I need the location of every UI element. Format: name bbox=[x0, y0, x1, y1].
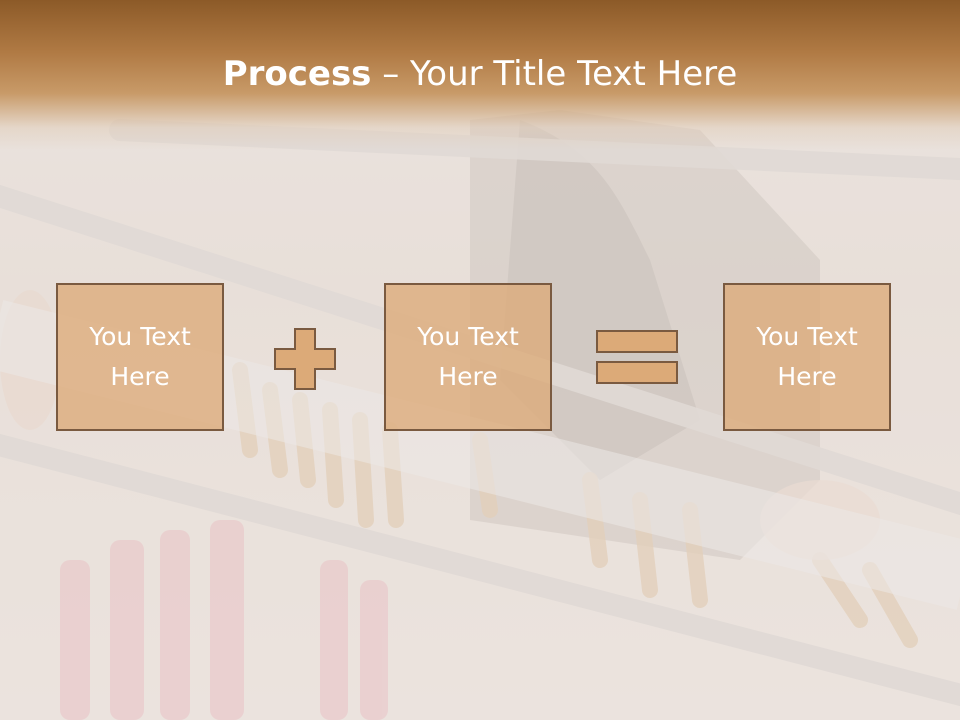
process-box-3-text: You Text Here bbox=[732, 317, 882, 397]
slide-title: Process – Your Title Text Here bbox=[0, 52, 960, 96]
process-box-1-line2: Here bbox=[110, 362, 170, 391]
title-bold: Process bbox=[222, 54, 372, 94]
title-rest: – Your Title Text Here bbox=[371, 54, 738, 94]
process-box-3-line2: Here bbox=[777, 362, 837, 391]
process-box-2-line1: You Text bbox=[417, 322, 519, 351]
process-box-3-line1: You Text bbox=[756, 322, 858, 351]
process-box-2[interactable]: You Text Here bbox=[384, 283, 552, 431]
process-box-2-line2: Here bbox=[438, 362, 498, 391]
process-box-1-line1: You Text bbox=[89, 322, 191, 351]
title-band bbox=[0, 0, 960, 150]
process-box-2-text: You Text Here bbox=[393, 317, 543, 397]
process-box-1-text: You Text Here bbox=[65, 317, 215, 397]
plus-icon bbox=[274, 328, 336, 390]
equals-icon bbox=[596, 330, 678, 386]
process-box-1[interactable]: You Text Here bbox=[56, 283, 224, 431]
process-box-3[interactable]: You Text Here bbox=[723, 283, 891, 431]
